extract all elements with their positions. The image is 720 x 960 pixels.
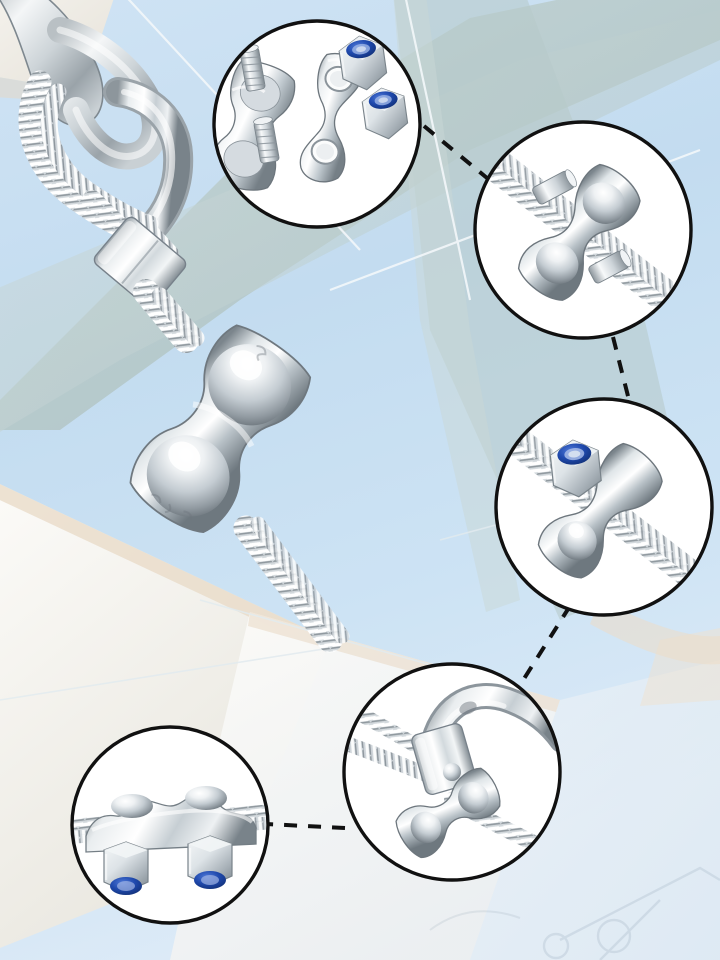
clip-bolt-protruding-lower bbox=[588, 249, 632, 284]
duplex-clip-body bbox=[129, 324, 312, 533]
chain-link-icon bbox=[0, 0, 168, 170]
cable-mid bbox=[133, 279, 205, 353]
clip-installed-nut-side bbox=[537, 442, 663, 579]
clamp-bolt-lower bbox=[253, 116, 280, 164]
dashed-connector-bolt-to-nut-side bbox=[611, 336, 631, 401]
nylon-lock-nut-lower bbox=[361, 87, 409, 140]
cable-tail bbox=[233, 515, 350, 653]
flat-plate-two-holes bbox=[299, 53, 363, 183]
clip-bolt-protruding-upper bbox=[532, 169, 577, 205]
nylon-lock-nut-right bbox=[187, 835, 233, 889]
dashed-connector-nut-side-to-thimble bbox=[513, 604, 572, 695]
cable-loop-arm bbox=[103, 77, 194, 245]
clip-installed-bolt-side bbox=[517, 163, 641, 301]
clip-securing-loop bbox=[395, 767, 501, 859]
nylon-lock-nut-installed bbox=[549, 439, 602, 498]
nylon-lock-nut-left bbox=[103, 841, 149, 895]
ferrule-sleeve bbox=[93, 216, 187, 308]
nylon-lock-nut-upper bbox=[338, 35, 388, 91]
